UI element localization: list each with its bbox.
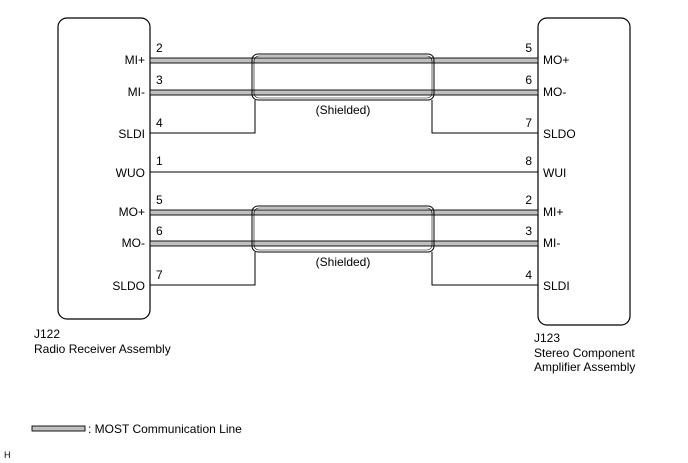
most-line-mi-plus [149, 57, 539, 64]
right-connector-id: J123 [534, 331, 560, 345]
left-pin-number: 7 [156, 268, 163, 282]
right-connector-name-line2: Amplifier Assembly [534, 360, 635, 374]
drain-wire-sldi [150, 100, 256, 134]
drain-wire-sldo-left [150, 252, 256, 286]
corner-mark: H [4, 450, 11, 460]
left-pin-label: MI- [128, 85, 145, 99]
left-pin-number: 2 [156, 41, 163, 55]
left-connector-box [57, 17, 151, 320]
left-pin-number: 3 [156, 73, 163, 87]
legend-text: : MOST Communication Line [88, 422, 242, 436]
right-pin-number: 6 [525, 73, 532, 87]
right-pin-label: WUI [543, 166, 566, 180]
left-pin-label: WUO [116, 166, 145, 180]
right-pin-number: 4 [525, 268, 532, 282]
left-pin-label: MO- [122, 236, 145, 250]
left-pin-number: 6 [156, 224, 163, 238]
shield-label-bottom: (Shielded) [316, 255, 371, 269]
shield-bottom-inner [253, 207, 433, 251]
right-pin-number: 5 [525, 41, 532, 55]
most-line-mi-minus [149, 89, 539, 96]
left-connector-name: Radio Receiver Assembly [34, 342, 171, 356]
shield-label-top: (Shielded) [316, 103, 371, 117]
right-pin-label: MO+ [543, 53, 569, 67]
right-pin-label: MI+ [543, 205, 563, 219]
left-pin-number: 1 [156, 154, 163, 168]
most-line-mo-plus [149, 209, 539, 216]
left-connector-id: J122 [34, 327, 60, 341]
right-pin-label: SLDO [543, 127, 576, 141]
left-pin-label: MO+ [119, 205, 145, 219]
left-pin-number: 5 [156, 193, 163, 207]
right-pin-number: 8 [525, 154, 532, 168]
legend-swatch [31, 425, 86, 432]
right-pin-label: MI- [543, 236, 560, 250]
shield-top-inner [253, 55, 433, 99]
left-pin-label: SLDI [118, 127, 145, 141]
right-pin-label: SLDI [543, 279, 570, 293]
right-pin-label: MO- [543, 85, 566, 99]
shield-top [251, 53, 435, 101]
right-pin-number: 3 [525, 224, 532, 238]
left-pin-label: MI+ [125, 53, 145, 67]
left-pin-label: SLDO [112, 279, 145, 293]
shield-bottom [251, 205, 435, 253]
right-pin-number: 2 [525, 193, 532, 207]
right-pin-number: 7 [525, 116, 532, 130]
right-connector-name-line1: Stereo Component [534, 346, 635, 360]
most-line-mo-minus [149, 240, 539, 247]
left-pin-number: 4 [156, 116, 163, 130]
drain-wire-sldi-right [431, 252, 538, 286]
drain-wire-sldo [431, 100, 538, 134]
